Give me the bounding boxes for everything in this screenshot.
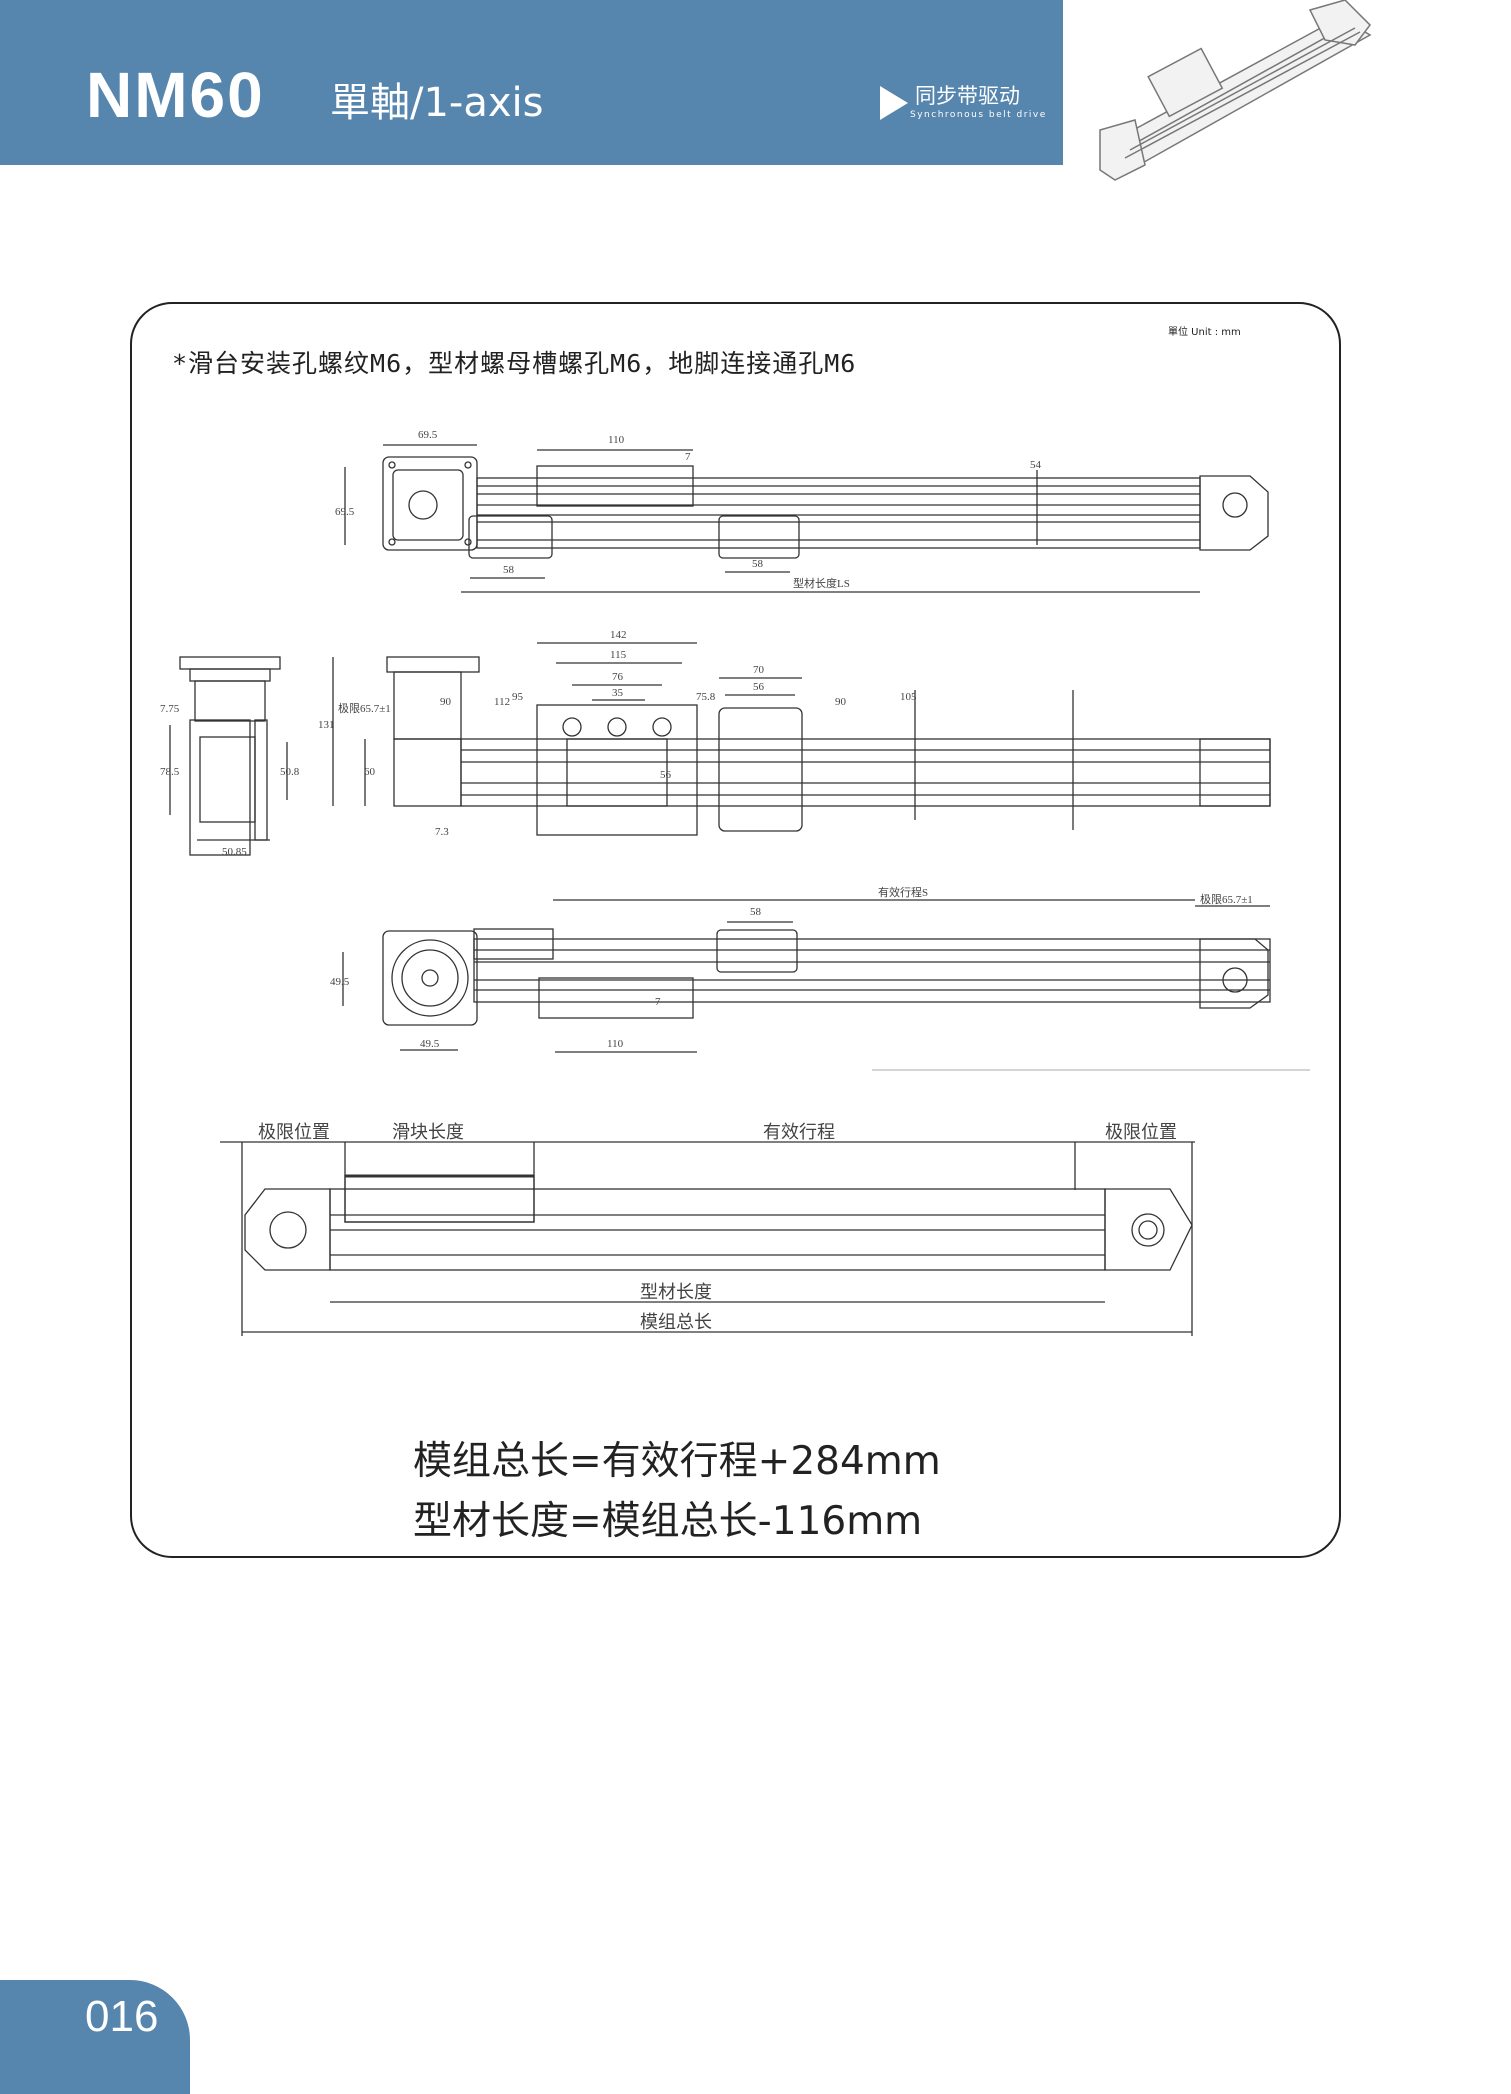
dim-label: 60 — [364, 766, 376, 778]
dim-label: 110 — [608, 434, 625, 446]
play-triangle-icon — [880, 86, 908, 120]
mounting-note: *滑台安装孔螺纹M6，型材螺母槽螺孔M6，地脚连接通孔M6 — [172, 349, 857, 378]
drawing-frame — [130, 302, 1341, 1558]
dim-label: 90 — [835, 696, 847, 708]
dim-label: 7 — [655, 996, 661, 1008]
dim-label: 58 — [750, 906, 762, 918]
dim-label: 7.75 — [160, 703, 180, 715]
dim-label: 131 — [318, 719, 335, 731]
dim-label: 7 — [685, 451, 691, 463]
model-title: NM60 — [86, 59, 265, 131]
dim-label: 极限65.7±1 — [1200, 892, 1253, 906]
dim-label: 76 — [612, 671, 624, 683]
dim-label: 70 — [753, 664, 765, 676]
dim-label: 69.5 — [335, 506, 355, 518]
dim-label: 35 — [612, 687, 624, 699]
schematic-label: 模组总长 — [640, 1312, 712, 1332]
unit-label: 單位 Unit : mm — [1168, 327, 1241, 338]
schematic-label: 极限位置 — [258, 1122, 330, 1142]
dim-label: 有效行程S — [878, 885, 928, 899]
dim-label: 49.5 — [420, 1038, 440, 1050]
top-view — [344, 444, 1269, 593]
dim-label: 极限65.7±1 — [338, 701, 391, 715]
dim-label: 110 — [607, 1038, 624, 1050]
bottom-view — [342, 899, 1271, 1053]
dim-label: 56 — [753, 681, 765, 693]
schematic-label: 有效行程 — [763, 1122, 835, 1142]
dim-label: 105 — [900, 691, 917, 703]
schematic-label: 型材长度 — [640, 1282, 712, 1302]
dim-label: 75.8 — [696, 691, 716, 703]
dim-label: 58 — [503, 564, 515, 576]
schematic-view — [220, 1141, 1195, 1336]
dim-label: 95 — [512, 691, 524, 703]
dim-label: 142 — [610, 629, 627, 641]
product-image — [1099, 0, 1372, 181]
dim-label: 50.85 — [222, 846, 247, 858]
page-number-tab — [0, 1980, 190, 2094]
dim-label: 50.8 — [280, 766, 300, 778]
dim-label: 69.5 — [418, 429, 438, 441]
dim-label: 78.5 — [160, 766, 180, 778]
dim-label: 7.3 — [435, 826, 449, 838]
dim-label: 115 — [610, 649, 627, 661]
dim-label: 90 — [440, 696, 452, 708]
dim-label: 54 — [1030, 459, 1042, 471]
schematic-label: 滑块长度 — [392, 1122, 464, 1142]
axis-subtitle: 單軸/1-axis — [330, 80, 544, 126]
schematic-label: 极限位置 — [1105, 1122, 1177, 1142]
formula-total-length: 模组总长=有效行程+284mm — [413, 1439, 941, 1484]
dim-label: 49.5 — [330, 976, 350, 988]
formula-profile-length: 型材长度=模组总长-116mm — [413, 1499, 923, 1544]
front-view — [169, 642, 1271, 856]
dim-label: 112 — [494, 696, 510, 708]
dim-label: 58 — [752, 558, 764, 570]
drive-type-cn: 同步带驱动 — [915, 84, 1020, 108]
drive-type-en: Synchronous belt drive — [910, 110, 1047, 120]
dim-label: 型材长度LS — [793, 576, 850, 590]
dim-label: 56 — [660, 769, 672, 781]
header-banner — [0, 0, 1063, 165]
page-number: 016 — [85, 1992, 159, 2041]
